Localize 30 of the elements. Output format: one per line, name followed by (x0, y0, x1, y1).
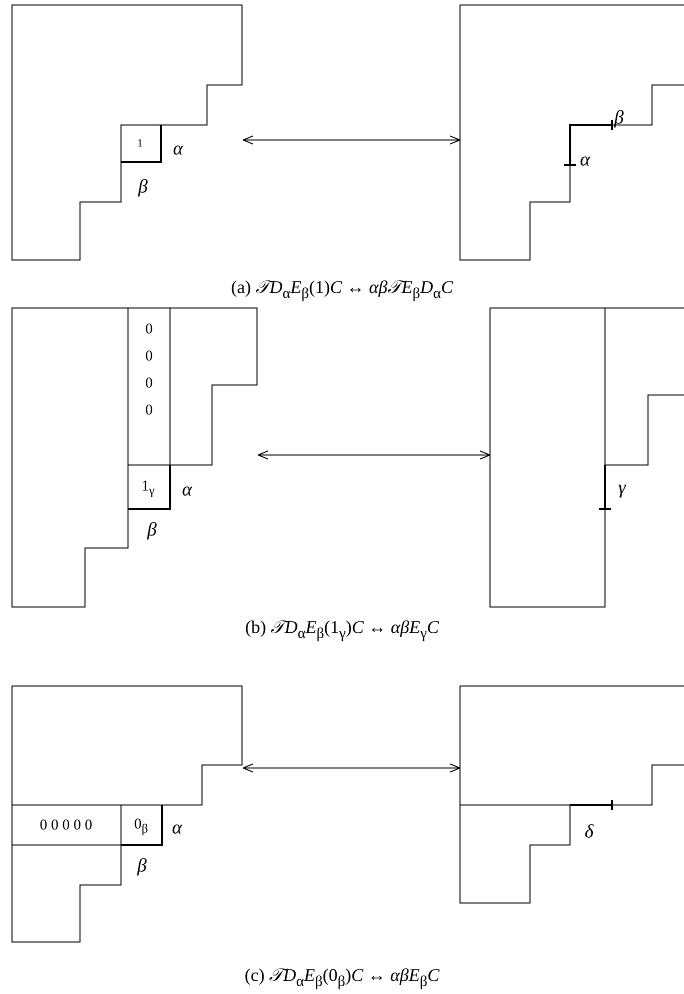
figure-caption: (c) 𝒯D$_{α}$E$_{β}$(0$_{β}$)C ↔ αβE$_{β}$C (244, 966, 440, 990)
double-arrow (242, 764, 460, 772)
double-arrow (242, 136, 460, 144)
staircase-drawing (12, 686, 243, 943)
greek-label: δ (584, 822, 594, 842)
greek-label: β (614, 108, 624, 128)
figure-caption: (a) 𝒯D$_{α}$E$_{β}$(1)C ↔ αβ𝒯E$_{β}$D$_{α}$C (231, 278, 453, 302)
cell-number: 0 0 0 0 0 (40, 818, 92, 834)
cell-number: 0 (145, 404, 153, 418)
greek-label: γ (618, 478, 626, 498)
greek-label: α (173, 140, 183, 158)
staircase-drawing (460, 5, 684, 261)
figure-caption: (b) 𝒯D$_{α}$E$_{β}$(1$_{γ}$)C ↔ αβE$_{γ}$C (245, 618, 439, 642)
staircase-drawing (12, 5, 243, 261)
cell-number: 0 (145, 350, 153, 364)
cell-number: 1 (137, 138, 143, 150)
cell-number: 0 (145, 376, 153, 392)
greek-label: β (147, 520, 157, 540)
staircase-drawing (460, 686, 684, 904)
greek-label: α (172, 818, 182, 838)
greek-label: α (580, 150, 590, 170)
greek-label: β (137, 856, 147, 876)
double-arrow (258, 450, 490, 460)
greek-label: α (182, 480, 192, 500)
cell-number: 1$_{γ}$ (141, 479, 155, 497)
staircase-drawing (12, 308, 258, 608)
greek-label: β (138, 178, 148, 196)
staircase-drawing (490, 308, 684, 609)
cell-number: 0 (145, 322, 153, 338)
cell-number: 0$_{β}$ (134, 817, 148, 835)
